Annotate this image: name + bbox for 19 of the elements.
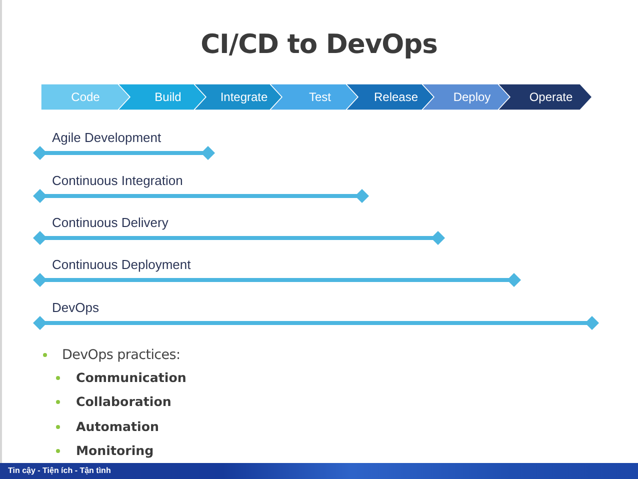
- pipeline-stage: Deploy: [422, 84, 510, 110]
- pipeline-stage: Build: [118, 84, 206, 110]
- footer-slogan: Tin cậy - Tiện ích - Tận tình: [8, 465, 111, 477]
- span-label: Continuous Delivery: [52, 215, 168, 230]
- bullet-item: Collaboration: [56, 393, 172, 411]
- pipeline-stage: Code: [41, 84, 130, 110]
- span-label: Agile Development: [52, 130, 162, 145]
- pipeline-stage: Integrate: [194, 84, 282, 110]
- bullet-item: Monitoring: [56, 442, 154, 460]
- slide-title: CI/CD to DevOps: [200, 29, 438, 61]
- bullet-item: DevOps practices:: [43, 346, 180, 364]
- pipeline-stage: Release: [346, 84, 434, 110]
- pipeline-stage: Test: [270, 84, 358, 110]
- bullet-item: Communication: [56, 369, 186, 387]
- span-label: Continuous Deployment: [52, 257, 191, 272]
- pipeline-stage: Operate: [498, 84, 592, 110]
- bullet-item: Automation: [56, 418, 159, 436]
- span-label: Continuous Integration: [52, 173, 183, 188]
- span-label: DevOps: [52, 300, 99, 315]
